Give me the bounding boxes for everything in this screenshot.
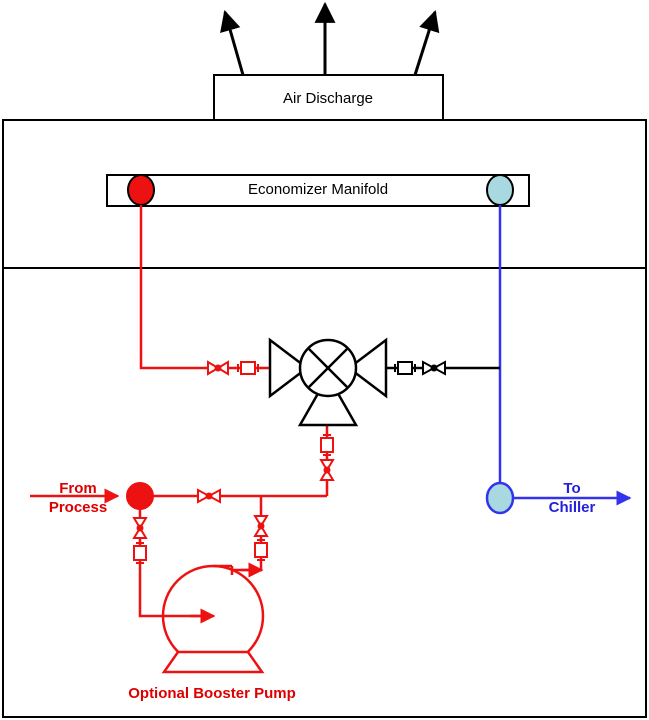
manifold-hot-port [127, 174, 155, 206]
air-discharge-arrows [220, 1, 440, 76]
manifold-cold-port [486, 174, 514, 206]
strainer-icon [237, 361, 259, 375]
process-supply-node [126, 482, 154, 510]
to-chiller-label-line2: Chiller [549, 499, 596, 516]
gate-valve-icon [422, 360, 446, 376]
gate-valve-icon [319, 459, 335, 481]
to-chiller-label-line1: To [563, 480, 580, 497]
hot-piping [138, 205, 329, 618]
booster-pump-label: Optional Booster Pump [128, 685, 296, 702]
gate-valve-icon [207, 360, 229, 376]
main-enclosure [2, 119, 647, 718]
economizer-manifold [106, 174, 530, 207]
air-discharge-label: Air Discharge [283, 90, 373, 107]
economizer-manifold-label: Economizer Manifold [248, 181, 388, 198]
from-process-label-line1: From [59, 480, 97, 497]
centrifugal-pump-icon [161, 564, 265, 674]
gate-valve-icon [197, 488, 221, 504]
strainer-icon [254, 539, 268, 561]
gate-valve-icon [253, 515, 269, 537]
three-way-valve-icon [268, 337, 388, 427]
from-process-label-line2: Process [49, 499, 107, 516]
strainer-icon [133, 542, 147, 564]
strainer-icon [394, 361, 416, 375]
strainer-icon [320, 434, 334, 456]
chiller-return-node [485, 481, 515, 515]
gate-valve-icon [132, 517, 148, 539]
